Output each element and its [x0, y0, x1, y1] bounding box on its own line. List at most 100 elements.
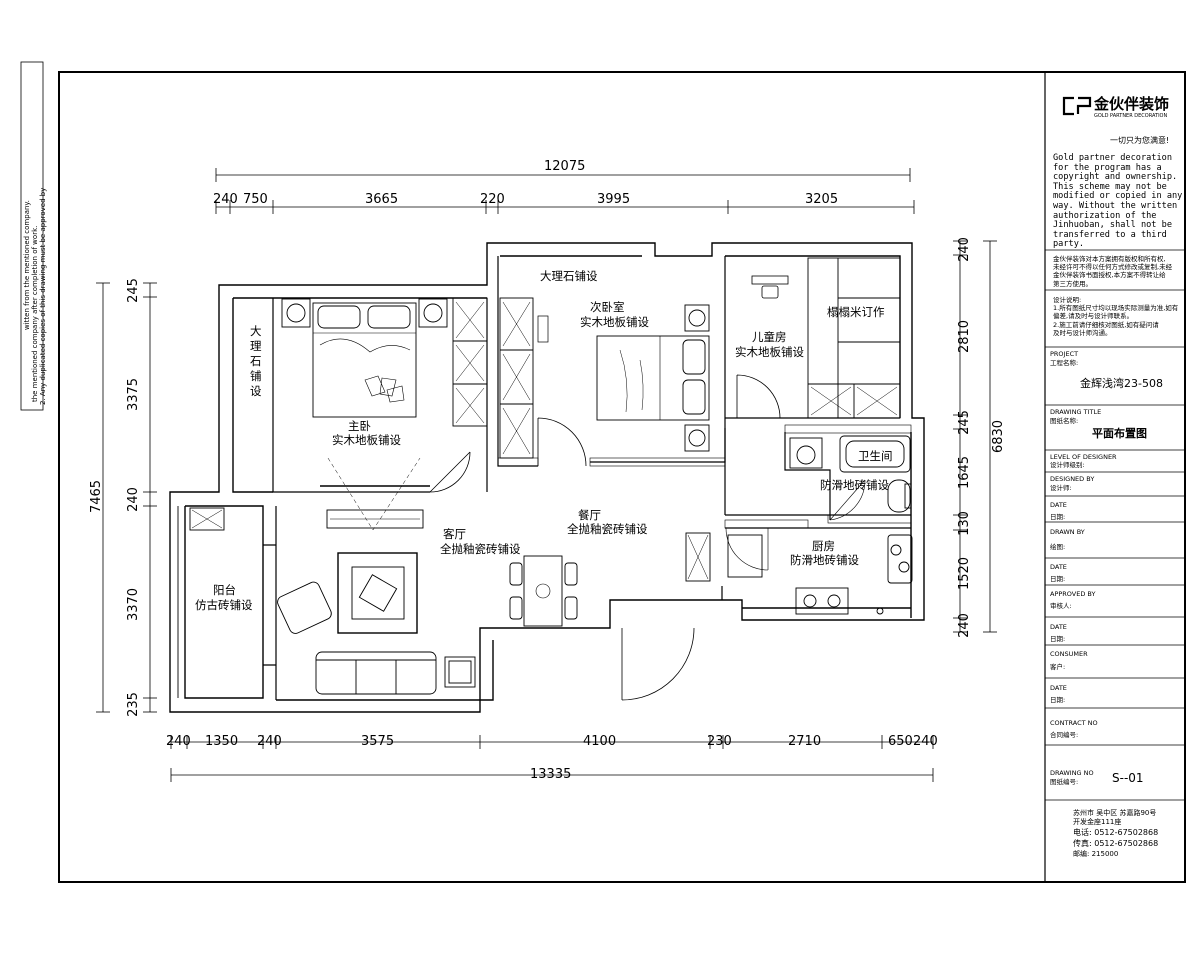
- title-block-grid: [1045, 249, 1185, 801]
- dim-right-0: 240: [956, 237, 972, 262]
- kitchen-fixtures: [727, 534, 913, 615]
- fax-line: 传真: 0512-67502868: [1073, 839, 1159, 848]
- dim-right-4: 130: [956, 511, 972, 536]
- exterior-walls: [169, 242, 925, 713]
- dim-bottom-0: 240: [166, 734, 191, 749]
- dim-left-3: 3370: [126, 587, 142, 622]
- brand-name: 金伙伴装饰: [1094, 95, 1170, 113]
- label-marble-side-3: 石: [250, 354, 262, 368]
- master-bed: [281, 298, 448, 418]
- label-bathroom: 卫生间: [858, 449, 893, 463]
- dim-left-overall: 7465: [89, 479, 105, 514]
- bathroom-fixtures: [789, 435, 912, 513]
- label-marble-side-4: 铺: [250, 369, 262, 383]
- designer-sub: 设计师:: [1050, 484, 1072, 492]
- date-label-1: DATE: [1050, 501, 1067, 509]
- label-tatami: 榻榻米订作: [827, 305, 885, 319]
- consumer-label: CONSUMER: [1050, 650, 1088, 658]
- drawing-title-value: 平面布置图: [1092, 427, 1147, 440]
- label-dining-floor: 全抛釉瓷砖铺设: [567, 522, 648, 536]
- brand-name-en: GOLD PARTNER DECORATION: [1094, 113, 1168, 119]
- label-second-bedroom: 次卧室: [590, 300, 625, 314]
- dim-left-2: 240: [125, 487, 141, 512]
- label-marble-side-2: 理: [250, 339, 262, 353]
- dim-bottom-8: 240: [913, 734, 938, 749]
- label-living-floor: 全抛釉瓷砖铺设: [440, 542, 521, 556]
- dim-right-5: 1520: [957, 556, 973, 591]
- side-note-a: witten from the mentioned company.: [23, 200, 31, 330]
- copyright-cn: 金伙伴装饰对本方案拥有版权和所有权, 未经许可不得以任何方式修改或复制,未经 金…: [1053, 255, 1173, 288]
- approved-label: APPROVED BY: [1050, 590, 1096, 598]
- design-notes: 设计说明: 1.所有图纸尺寸均以现场实际测量为准,如有 偏差,请及时与设计师联系…: [1053, 296, 1179, 337]
- drawn-sub: 绘图:: [1050, 543, 1066, 551]
- drawing-title-label: DRAWING TITLE: [1050, 408, 1102, 416]
- label-marble-side-5: 设: [250, 384, 262, 398]
- date-label-4: DATE: [1050, 684, 1067, 692]
- label-bathroom-floor: 防滑地砖铺设: [820, 478, 889, 492]
- brand-logo-icon: [1062, 96, 1092, 116]
- second-wardrobe: [499, 297, 534, 459]
- dim-left-4: 235: [125, 692, 141, 717]
- dim-bottom-5: 230: [707, 734, 732, 749]
- drawn-label: DRAWN BY: [1050, 528, 1085, 536]
- top-dimension-lines: [215, 168, 915, 214]
- dim-top-3: 220: [480, 192, 505, 207]
- contract-label: CONTRACT NO: [1050, 719, 1098, 727]
- dim-bottom-overall: 13335: [530, 767, 572, 782]
- wall-hatching: [497, 424, 912, 529]
- date-sub-4: 日期:: [1050, 696, 1066, 704]
- dim-top-overall: 12075: [544, 159, 586, 174]
- dim-bottom-2: 240: [257, 734, 282, 749]
- dim-right-6: 240: [956, 613, 972, 638]
- drawing-title-sub: 图纸名称:: [1050, 417, 1079, 425]
- label-kids-room: 儿童房: [752, 330, 787, 344]
- tatami-cabinet: [807, 257, 901, 419]
- dim-bottom-3: 3575: [361, 734, 395, 749]
- drawing-no-sub: 图纸编号:: [1050, 778, 1079, 786]
- dim-left-0: 245: [125, 278, 141, 303]
- project-sub: 工程名称:: [1050, 359, 1079, 367]
- date-label-2: DATE: [1050, 563, 1067, 571]
- label-master-floor: 实木地板铺设: [332, 433, 401, 447]
- label-kids-floor: 实木地板铺设: [735, 345, 804, 359]
- tel-line: 电话: 0512-67502868: [1073, 828, 1159, 837]
- left-dimension-lines: [96, 282, 157, 713]
- dim-top-2: 3665: [365, 192, 399, 207]
- project-label: PROJECT: [1050, 350, 1079, 358]
- date-sub-1: 日期:: [1050, 513, 1066, 521]
- dim-right-1: 2810: [957, 319, 973, 354]
- dim-top-5: 3205: [805, 192, 839, 207]
- address-line-1: 苏州市 吴中区 苏嘉路90号: [1073, 809, 1157, 817]
- approved-sub: 审核人:: [1050, 602, 1072, 610]
- label-living: 客厅: [443, 527, 466, 541]
- dim-bottom-6: 2710: [788, 734, 822, 749]
- copyright-en: Gold partner decoration for the program …: [1053, 153, 1183, 250]
- dim-bottom-4: 4100: [583, 734, 617, 749]
- second-bed: [537, 304, 710, 452]
- contract-sub: 合同编号:: [1050, 731, 1079, 739]
- address-line-2: 开发金座111座: [1073, 818, 1122, 826]
- label-kitchen-floor: 防滑地砖铺设: [790, 553, 859, 567]
- living-furniture: [189, 457, 476, 695]
- level-sub: 设计师级别:: [1050, 461, 1085, 469]
- project-value: 金辉浅湾23-508: [1080, 377, 1163, 390]
- dim-bottom-7: 650: [888, 734, 913, 749]
- designer-label: DESIGNED BY: [1050, 475, 1095, 483]
- label-master-bedroom: 主卧: [348, 419, 371, 433]
- label-kitchen: 厨房: [812, 539, 835, 553]
- label-dining: 餐厅: [578, 508, 601, 522]
- dim-left-1: 3375: [126, 377, 142, 412]
- zip-line: 邮编: 215000: [1073, 850, 1119, 858]
- date-sub-3: 日期:: [1050, 635, 1066, 643]
- brand-slogan: 一切只为您满意!: [1110, 136, 1170, 145]
- kids-desk: [751, 275, 789, 299]
- label-balcony-floor: 仿古砖铺设: [195, 598, 253, 612]
- dim-right-3: 1645: [957, 455, 973, 490]
- master-wardrobe: [452, 297, 488, 427]
- label-marble-top: 大理石铺设: [540, 269, 598, 283]
- drawing-no-value: S--01: [1112, 771, 1144, 785]
- dining-set: [509, 532, 711, 627]
- label-marble-side-1: 大: [250, 324, 262, 338]
